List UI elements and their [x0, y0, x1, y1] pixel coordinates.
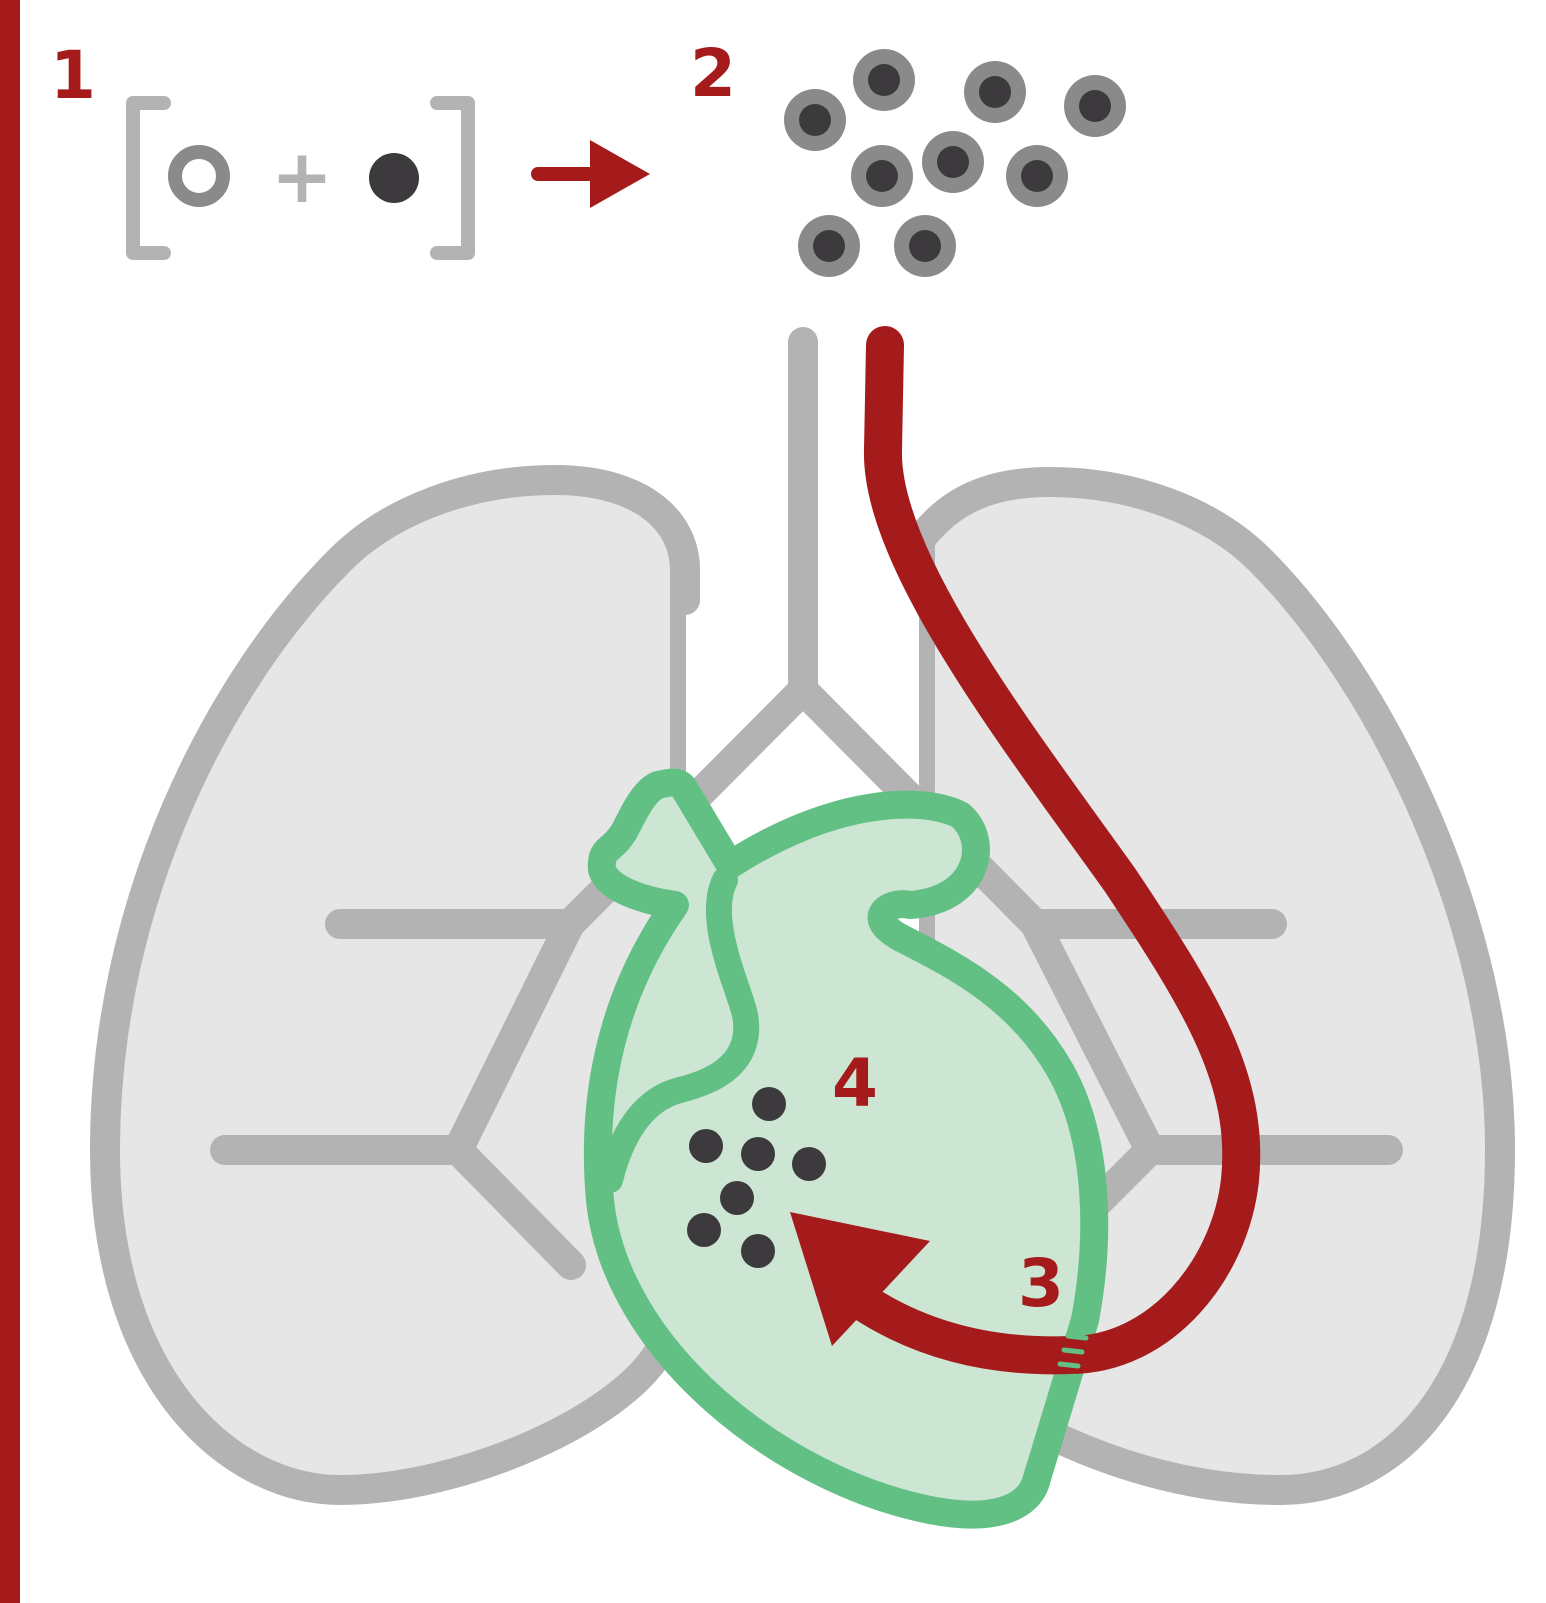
step-2-label: 2 [690, 35, 736, 112]
filled-particle-icon [720, 1181, 754, 1215]
filled-particle-icon [689, 1129, 723, 1163]
filled-particle-icon [741, 1234, 775, 1268]
combined-particle-cluster [784, 49, 1126, 277]
combined-particle-icon [784, 89, 846, 151]
combined-particle-icon [922, 131, 984, 193]
step-3-label: 3 [1018, 1245, 1064, 1322]
plus-operator: + [271, 134, 333, 220]
step1-to-step2-arrow [538, 140, 650, 208]
combined-particle-icon [964, 61, 1026, 123]
combined-particle-icon [851, 145, 913, 207]
left-accent-bar [0, 0, 20, 1603]
filled-particle-icon [752, 1087, 786, 1121]
combined-particle-icon [894, 215, 956, 277]
step-1-label: 1 [50, 37, 96, 114]
right-bracket [437, 103, 468, 253]
left-bracket [133, 103, 164, 253]
step-4-label: 4 [832, 1045, 878, 1122]
combined-particle-icon [798, 215, 860, 277]
filled-particle-icon [741, 1137, 775, 1171]
formula-group: + [133, 103, 468, 253]
left-lung [105, 480, 685, 1490]
empty-particle-icon [175, 152, 223, 200]
combined-particle-icon [853, 49, 915, 111]
combined-particle-icon [1064, 75, 1126, 137]
filled-particle-icon [792, 1147, 826, 1181]
filled-particle-icon [687, 1213, 721, 1247]
filled-particle-icon [369, 153, 419, 203]
combined-particle-icon [1006, 145, 1068, 207]
